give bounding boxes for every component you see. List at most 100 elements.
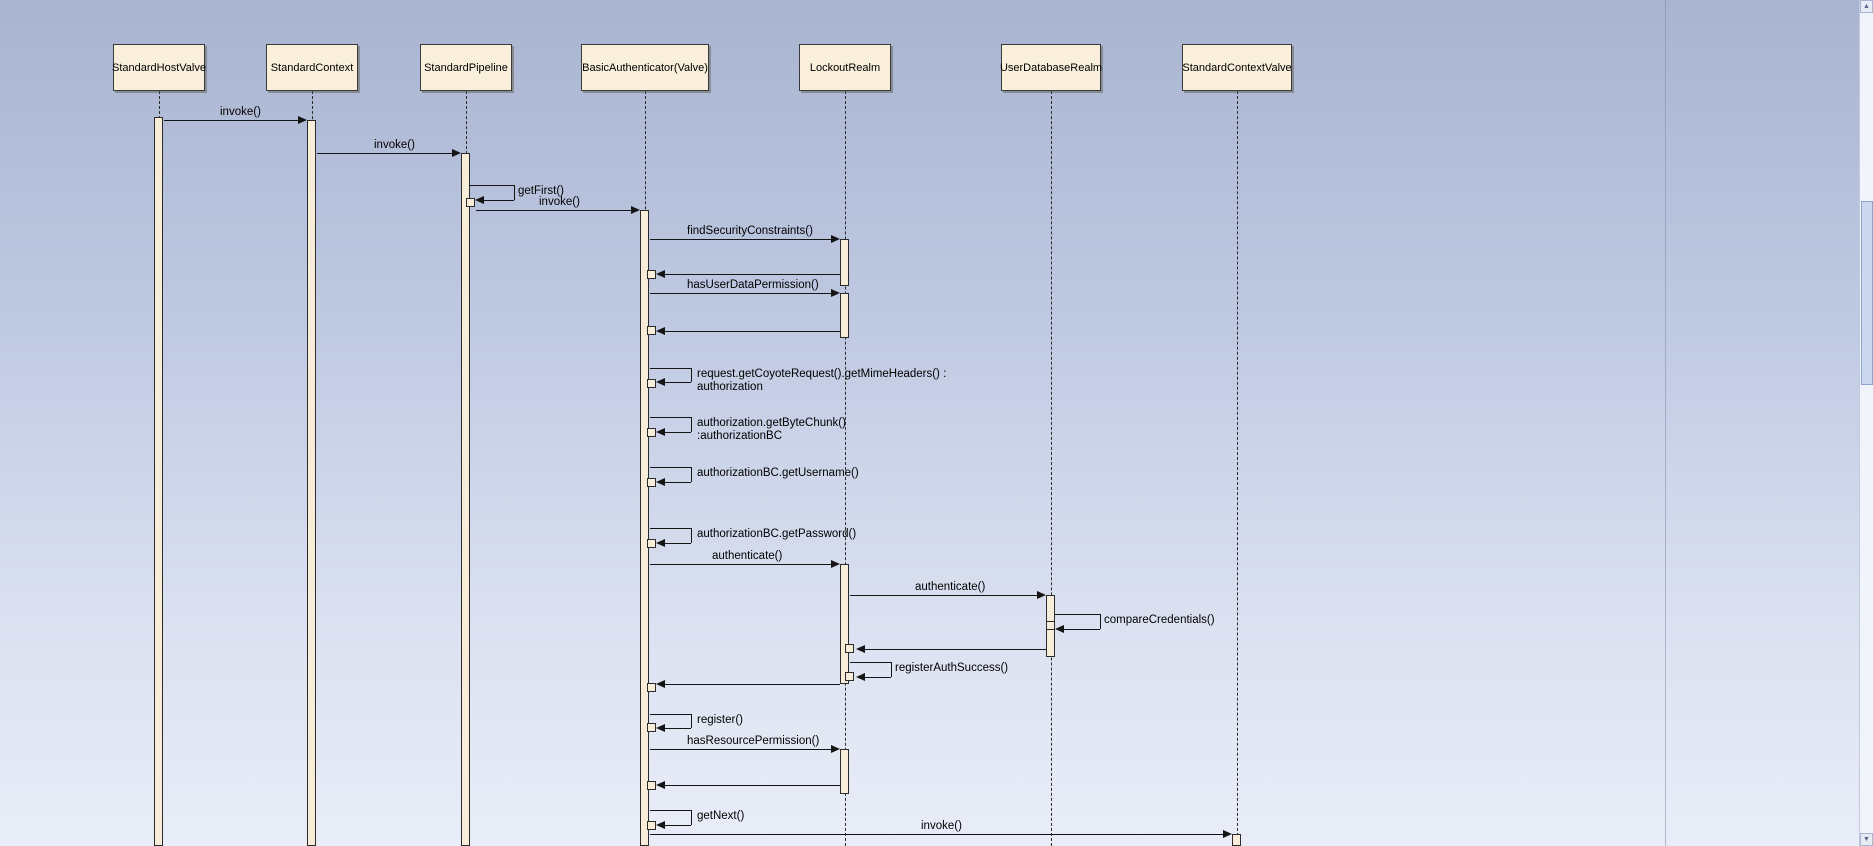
lifeline-standardcontextvalve[interactable] bbox=[1237, 91, 1238, 846]
nested-activation[interactable] bbox=[647, 270, 656, 279]
message-getpassword-line[interactable] bbox=[691, 528, 692, 543]
return-arrow[interactable] bbox=[665, 331, 840, 332]
activation-basicauthenticator[interactable] bbox=[640, 210, 649, 846]
activation-lockoutrealm-3[interactable] bbox=[840, 564, 849, 684]
nested-activation[interactable] bbox=[466, 198, 475, 207]
message-label[interactable]: request.getCoyoteRequest().getMimeHeader… bbox=[697, 368, 947, 393]
activation-standardhostvalve[interactable] bbox=[154, 117, 163, 846]
lifeline-head-lockoutrealm[interactable]: LockoutRealm bbox=[799, 44, 891, 91]
nested-activation[interactable] bbox=[647, 428, 656, 437]
message-getusername-line[interactable] bbox=[665, 482, 691, 483]
activation-standardpipeline[interactable] bbox=[461, 153, 470, 846]
message-registerauthsuccess-line[interactable] bbox=[865, 677, 891, 678]
activation-standardcontext[interactable] bbox=[307, 120, 316, 846]
message-getusername-line[interactable] bbox=[691, 467, 692, 482]
message-getnext-line[interactable] bbox=[650, 810, 691, 811]
message-getmimeheaders-line[interactable] bbox=[650, 368, 691, 369]
arrowhead bbox=[656, 539, 665, 547]
vertical-scrollbar[interactable]: ▲ ▼ bbox=[1859, 0, 1873, 846]
lifeline-head-standardcontextvalve[interactable]: StandardContextValve bbox=[1182, 44, 1292, 91]
message-comparecredentials-line[interactable] bbox=[1064, 629, 1100, 630]
message-label[interactable]: compareCredentials() bbox=[1104, 614, 1215, 626]
message-findsecurityconstraints-line[interactable] bbox=[650, 239, 831, 240]
message-label[interactable]: authorizationBC.getUsername() bbox=[697, 467, 859, 479]
message-getpassword-line[interactable] bbox=[665, 543, 691, 544]
nested-activation[interactable] bbox=[647, 683, 656, 692]
message-label[interactable]: getNext() bbox=[697, 810, 745, 822]
message-getbytechunk-line[interactable] bbox=[650, 417, 691, 418]
message-getbytechunk-line[interactable] bbox=[665, 432, 691, 433]
message-register-line[interactable] bbox=[665, 728, 691, 729]
lifeline-head-standardcontext[interactable]: StandardContext bbox=[266, 44, 358, 91]
message-getfirst-line[interactable] bbox=[514, 185, 515, 200]
activation-standardcontextvalve[interactable] bbox=[1232, 834, 1241, 846]
message-label[interactable]: hasResourcePermission() bbox=[687, 735, 820, 747]
scroll-up-icon[interactable]: ▲ bbox=[1860, 0, 1873, 13]
message-label[interactable]: hasUserDataPermission() bbox=[687, 279, 819, 291]
message-label[interactable]: invoke() bbox=[374, 139, 415, 151]
message-getfirst-line[interactable] bbox=[470, 185, 514, 186]
message-authenticate-1-line[interactable] bbox=[650, 564, 831, 565]
message-comparecredentials-line[interactable] bbox=[1055, 614, 1100, 615]
arrowhead bbox=[656, 428, 665, 436]
message-getusername-line[interactable] bbox=[650, 467, 691, 468]
lifeline-lockoutrealm[interactable] bbox=[845, 91, 846, 846]
message-getmimeheaders-line[interactable] bbox=[665, 382, 691, 383]
message-hasuserdatapermission-line[interactable] bbox=[650, 293, 831, 294]
lifeline-userdatabaserealm[interactable] bbox=[1051, 91, 1052, 846]
return-arrow[interactable] bbox=[665, 785, 840, 786]
message-getnext-line[interactable] bbox=[665, 825, 691, 826]
return-arrow[interactable] bbox=[865, 649, 1046, 650]
message-authenticate-2-line[interactable] bbox=[850, 595, 1037, 596]
lifeline-head-standardpipeline[interactable]: StandardPipeline bbox=[420, 44, 512, 91]
message-label[interactable]: getFirst() bbox=[518, 185, 564, 197]
message-label[interactable]: invoke() bbox=[921, 820, 962, 832]
message-hasresourcepermission-line[interactable] bbox=[650, 749, 831, 750]
scroll-thumb[interactable] bbox=[1861, 201, 1873, 385]
message-label[interactable]: authorization.getByteChunk() :authorizat… bbox=[697, 417, 846, 442]
return-arrow[interactable] bbox=[665, 684, 840, 685]
nested-activation[interactable] bbox=[647, 478, 656, 487]
nested-activation[interactable] bbox=[647, 326, 656, 335]
message-label[interactable]: register() bbox=[697, 714, 744, 726]
message-label[interactable]: authorizationBC.getPassword() bbox=[697, 528, 857, 540]
message-label[interactable]: registerAuthSuccess() bbox=[895, 662, 1009, 674]
message-getpassword-line[interactable] bbox=[650, 528, 691, 529]
message-invoke-2-line[interactable] bbox=[317, 153, 452, 154]
return-arrow[interactable] bbox=[665, 274, 840, 275]
activation-lockoutrealm-2[interactable] bbox=[840, 293, 849, 338]
message-label[interactable]: invoke() bbox=[220, 106, 261, 118]
arrowhead bbox=[831, 289, 840, 297]
message-registerauthsuccess-line[interactable] bbox=[891, 662, 892, 677]
nested-activation[interactable] bbox=[647, 379, 656, 388]
activation-lockoutrealm-4[interactable] bbox=[840, 749, 849, 794]
nested-activation[interactable] bbox=[647, 723, 656, 732]
lifeline-head-standardhostvalve[interactable]: StandardHostValve bbox=[112, 44, 206, 91]
message-getmimeheaders-line[interactable] bbox=[691, 368, 692, 382]
nested-activation[interactable] bbox=[845, 672, 854, 681]
arrowhead bbox=[856, 645, 865, 653]
message-register-line[interactable] bbox=[691, 714, 692, 728]
scroll-down-icon[interactable]: ▼ bbox=[1860, 833, 1873, 846]
message-invoke-1-line[interactable] bbox=[164, 120, 298, 121]
message-register-line[interactable] bbox=[650, 714, 691, 715]
message-getbytechunk-line[interactable] bbox=[691, 417, 692, 432]
activation-lockoutrealm-1[interactable] bbox=[840, 239, 849, 286]
nested-activation[interactable] bbox=[845, 644, 854, 653]
lifeline-head-userdatabaserealm[interactable]: UserDatabaseRealm bbox=[1000, 44, 1102, 91]
message-label[interactable]: authenticate() bbox=[712, 550, 783, 562]
message-label[interactable]: findSecurityConstraints() bbox=[687, 225, 813, 237]
message-registerauthsuccess-line[interactable] bbox=[850, 662, 891, 663]
lifeline-head-basicauthenticator[interactable]: BasicAuthenticator(Valve) bbox=[581, 44, 709, 91]
message-invoke-4-line[interactable] bbox=[650, 834, 1223, 835]
message-getnext-line[interactable] bbox=[691, 810, 692, 825]
nested-activation[interactable] bbox=[1046, 621, 1055, 630]
nested-activation[interactable] bbox=[647, 781, 656, 790]
message-label[interactable]: invoke() bbox=[539, 196, 580, 208]
message-label[interactable]: authenticate() bbox=[915, 581, 986, 593]
nested-activation[interactable] bbox=[647, 539, 656, 548]
nested-activation[interactable] bbox=[647, 821, 656, 830]
message-comparecredentials-line[interactable] bbox=[1100, 614, 1101, 629]
message-getfirst-line[interactable] bbox=[484, 200, 514, 201]
message-invoke-3-line[interactable] bbox=[476, 210, 631, 211]
